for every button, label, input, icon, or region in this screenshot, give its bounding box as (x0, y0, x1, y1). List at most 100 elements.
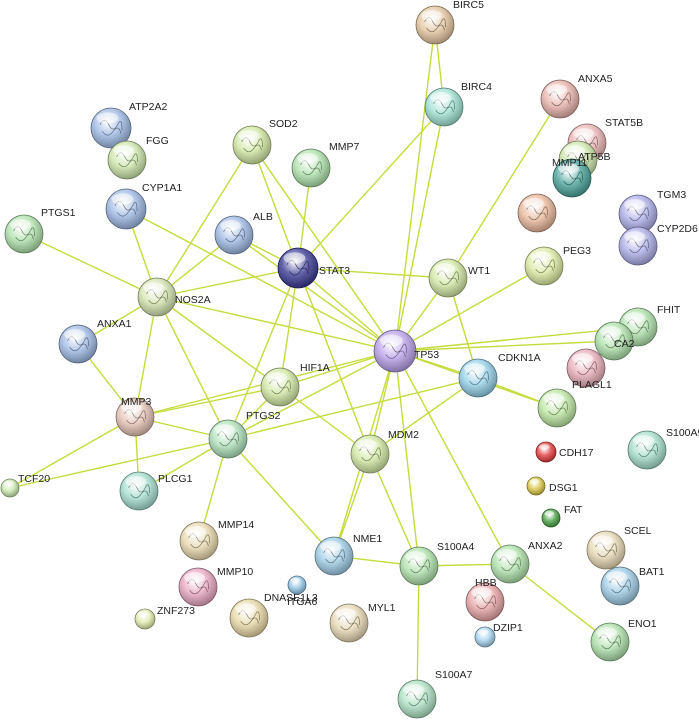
node-label: MMP3 (121, 396, 151, 408)
node-highlight (297, 153, 319, 164)
node-highlight (235, 603, 257, 614)
node-sod2[interactable]: SOD2 (232, 118, 298, 165)
node-mmp3[interactable]: MMP3 (115, 396, 155, 437)
node-peg3[interactable]: PEG3 (524, 245, 591, 286)
node-ptgs1[interactable]: PTGS1 (4, 207, 76, 254)
node-fgg[interactable]: FGG (107, 135, 169, 180)
node-bat1[interactable]: BAT1 (600, 566, 665, 606)
edge-birc5-tp53 (394, 24, 436, 352)
node-highlight (596, 627, 618, 638)
edge-sod2-nos2a (156, 144, 253, 298)
node-label: ZNF273 (157, 605, 195, 617)
node-cyp2d6[interactable]: CYP2D6 (618, 223, 698, 266)
node-plcg1[interactable]: PLCG1 (119, 471, 193, 511)
node-dsg1[interactable]: DSG1 (526, 476, 578, 496)
edge-s100a4-s100a7 (416, 565, 420, 700)
node-anxa2[interactable]: ANXA2 (490, 540, 563, 584)
node-tcf20[interactable]: TCF20 (0, 473, 50, 498)
node-cdh17[interactable]: CDH17 (535, 441, 594, 463)
node-label: MMP10 (217, 566, 253, 578)
node-anxa5[interactable]: ANXA5 (540, 73, 613, 119)
node-dzip1[interactable]: DZIP1 (474, 622, 523, 648)
node-nme1[interactable]: NME1 (314, 533, 382, 576)
node-nos2a[interactable]: NOS2A (137, 277, 211, 317)
node-label: ATP2A2 (129, 101, 167, 113)
node-label: MMP7 (329, 141, 359, 153)
node-highlight (544, 510, 555, 517)
node-highlight (283, 252, 306, 264)
node-label: MMP11 (552, 157, 588, 169)
node-mmp7[interactable]: MMP7 (291, 141, 359, 188)
edge-sod2-tp53 (251, 144, 396, 352)
node-highlight (523, 198, 545, 209)
node-unnamed-green[interactable] (537, 388, 577, 428)
node-wt1[interactable]: WT1 (428, 258, 490, 298)
node-atp2a2[interactable]: ATP2A2 (90, 101, 167, 149)
node-anxa1[interactable]: ANXA1 (58, 318, 132, 364)
node-cdkn1a[interactable]: CDKN1A (458, 352, 541, 398)
node-eno1[interactable]: ENO1 (590, 618, 657, 662)
edge-cdkn1a-mdm2 (369, 377, 479, 455)
node-hif1a[interactable]: HIF1A (260, 362, 330, 407)
node-label: CYP1A1 (142, 182, 182, 194)
node-highlight (214, 424, 236, 435)
node-stat3[interactable]: STAT3 (277, 247, 350, 289)
node-highlight (543, 393, 565, 404)
node-unnamed-orange[interactable] (517, 193, 557, 233)
node-label: TP53 (414, 349, 439, 361)
node-mmp10[interactable]: MMP10 (178, 566, 253, 607)
node-mmp11[interactable]: MMP11 (552, 157, 592, 198)
node-label: ANXA2 (528, 540, 563, 552)
node-label: S100A7 (435, 669, 473, 681)
node-hbb[interactable]: HBB (465, 577, 505, 622)
node-ptgs2[interactable]: PTGS2 (208, 410, 281, 459)
node-highlight (143, 282, 165, 293)
edge-tp53-s100a4 (394, 350, 420, 567)
node-plagl1[interactable]: PLAGL1 (566, 348, 612, 391)
node-highlight (121, 402, 143, 413)
node-highlight (592, 535, 614, 546)
node-highlight (290, 577, 301, 584)
node-highlight (320, 541, 342, 552)
edge-nos2a-hif1a (156, 296, 281, 388)
node-highlight (606, 571, 628, 582)
node-highlight (96, 112, 119, 124)
node-dnase1l3[interactable]: DNASE1L3 (229, 592, 318, 638)
node-label: CA2 (614, 338, 635, 350)
node-mmp14[interactable]: MMP14 (179, 519, 254, 561)
node-label: DNASE1L3 (264, 592, 318, 604)
node-mdm2[interactable]: MDM2 (350, 429, 419, 474)
node-label: PLCG1 (158, 473, 193, 485)
node-itga6[interactable]: ITGA6 (287, 575, 318, 608)
node-s100a9[interactable]: S100A9 (627, 427, 699, 470)
node-s100a4[interactable]: S100A4 (399, 541, 475, 586)
node-scel[interactable]: SCEL (586, 525, 652, 570)
edge-sod2-stat3 (251, 144, 299, 269)
node-highlight (471, 587, 493, 598)
node-s100a7[interactable]: S100A7 (397, 669, 473, 719)
node-highlight (464, 363, 486, 374)
edge-nos2a-tp53 (156, 296, 396, 352)
edge-tp53-ca2 (394, 340, 615, 352)
node-cyp1a1[interactable]: CYP1A1 (105, 182, 182, 230)
node-label: TCF20 (18, 473, 50, 485)
node-birc4[interactable]: BIRC4 (424, 81, 492, 127)
node-tgm3[interactable]: TGM3 (618, 189, 686, 234)
node-label: DSG1 (549, 482, 578, 494)
node-tp53[interactable]: TP53 (373, 329, 439, 373)
node-label: SOD2 (269, 118, 298, 130)
node-highlight (403, 684, 425, 695)
node-znf273[interactable]: ZNF273 (134, 605, 195, 630)
node-highlight (137, 611, 149, 617)
node-label: MYL1 (368, 602, 396, 614)
node-myl1[interactable]: MYL1 (329, 602, 396, 643)
node-birc5[interactable]: BIRC5 (415, 0, 484, 45)
node-label: BIRC4 (461, 81, 492, 93)
node-alb[interactable]: ALB (214, 211, 273, 255)
node-label: BIRC5 (453, 0, 484, 11)
edge-stat3-nos2a (156, 267, 299, 298)
node-ca2[interactable]: CA2 (594, 321, 635, 361)
edge-cdkn1a-ptgs2 (227, 377, 479, 440)
node-fat[interactable]: FAT (541, 504, 583, 528)
